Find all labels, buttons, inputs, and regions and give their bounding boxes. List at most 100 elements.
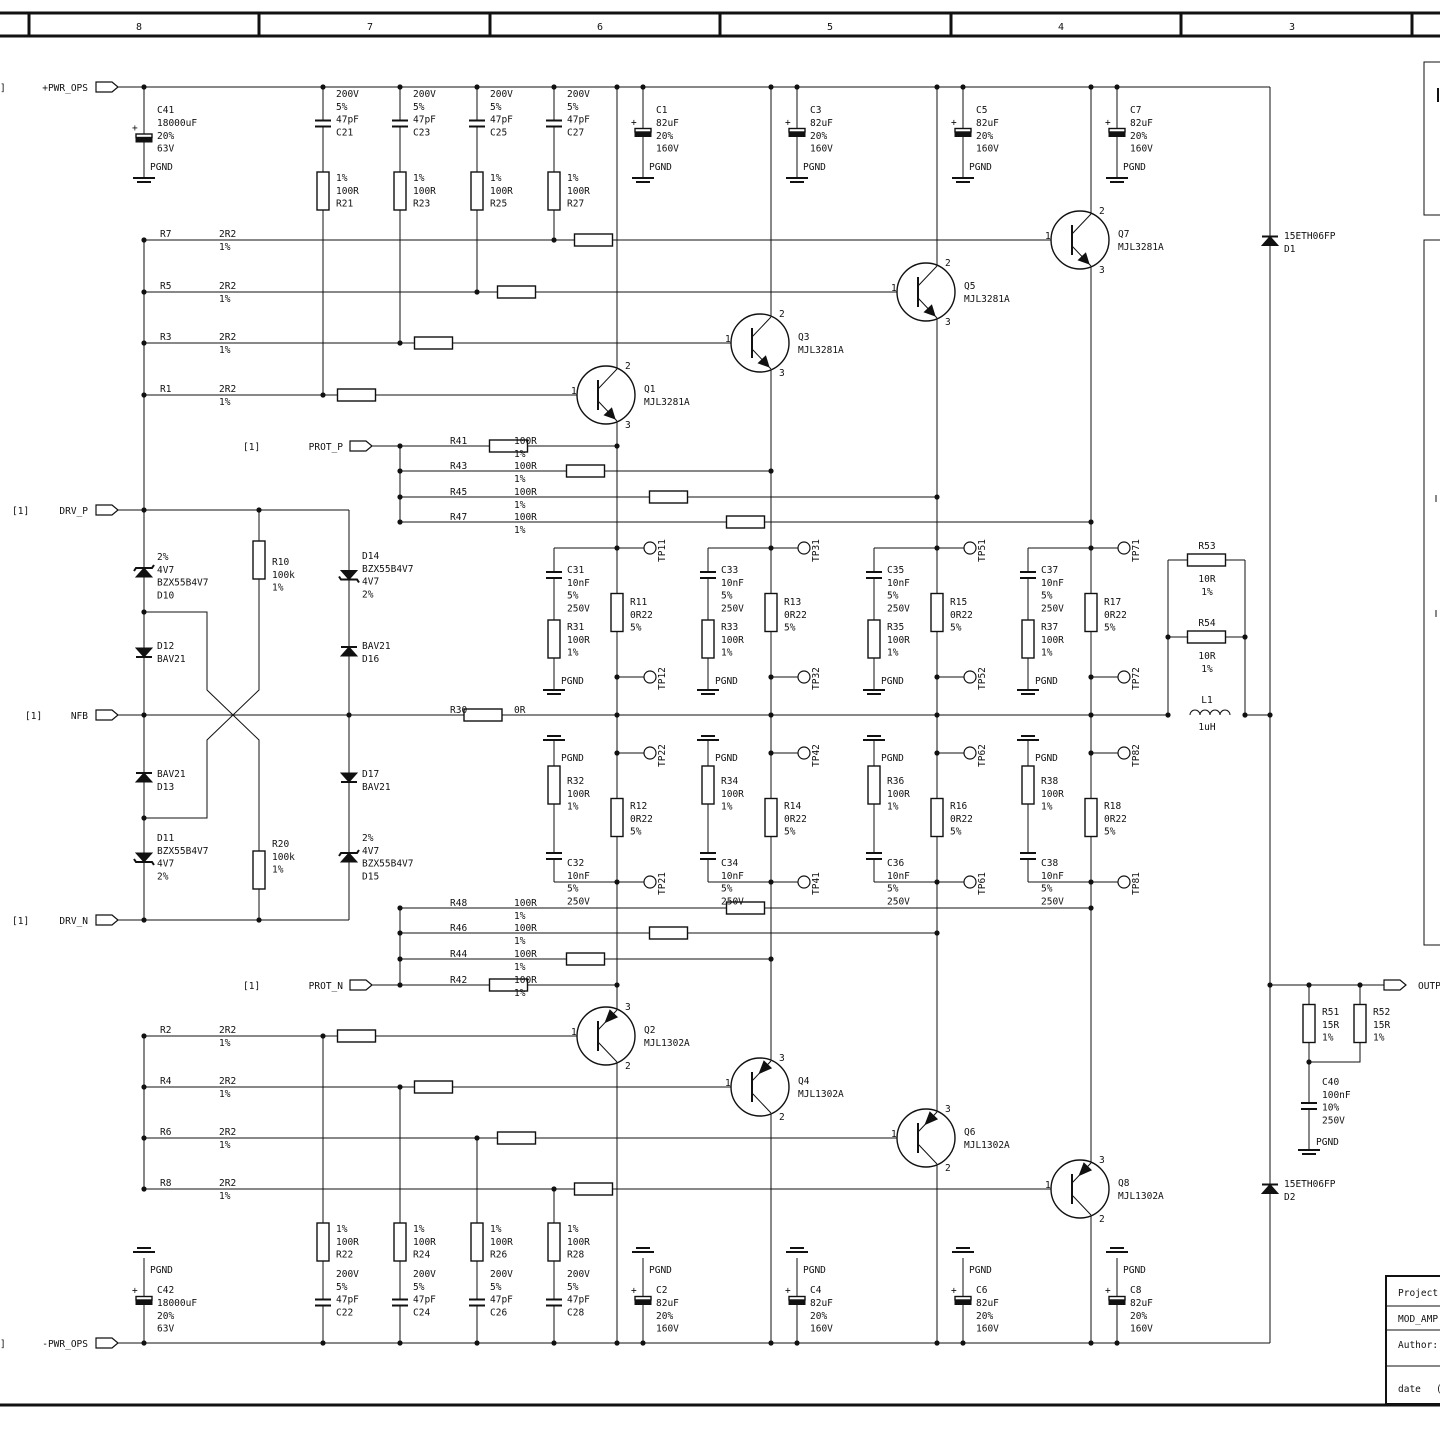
snubber-res-label: R21: [336, 199, 353, 210]
diode-label: 2%: [362, 833, 374, 844]
transistor-part: MJL1302A: [644, 1038, 690, 1049]
emitter-res-label: 0R22: [784, 610, 807, 621]
cap-value: 160V: [976, 1324, 999, 1335]
emitter-res-label: R17: [1104, 597, 1121, 608]
junction-dot: [768, 956, 774, 962]
zener-diode-d14: [338, 575, 360, 584]
test-point: [643, 670, 657, 684]
snubber-cap-label: 5%: [490, 102, 502, 113]
transistor-part: MJL3281A: [644, 397, 690, 408]
ground-label: PGND: [969, 162, 992, 173]
zobel-res-label: 100R: [721, 635, 744, 646]
snubber-cap-label: C28: [567, 1307, 584, 1318]
ground-label: PGND: [649, 1265, 672, 1276]
bulk-capacitor-c42: [135, 1300, 153, 1305]
test-point-label: TP52: [977, 667, 988, 690]
snubber-cap-label: 47pF: [567, 115, 590, 126]
inductor-value: 1uH: [1198, 722, 1215, 733]
emitter-res-label: 0R22: [950, 814, 973, 825]
snubber-cap-label: 5%: [413, 102, 425, 113]
transistor-ref: Q5: [964, 281, 975, 292]
snubber-cap-label: 200V: [567, 1269, 590, 1280]
resistor-tolerance: 1%: [514, 449, 526, 460]
npn-transistor: [924, 1111, 939, 1126]
diode-label: D2: [1284, 1192, 1295, 1203]
zobel-res-label: 100R: [887, 789, 910, 800]
emitter-resistor: [764, 592, 778, 633]
snubber-res-label: 1%: [413, 173, 425, 184]
resistor-value: 100R: [514, 512, 537, 523]
snubber-res-label: 100R: [567, 186, 590, 197]
pin-number: 3: [779, 368, 785, 379]
cap-value: 20%: [157, 1311, 174, 1322]
resistor-tolerance: 1%: [219, 1038, 231, 1049]
snubber-res-label: 100R: [490, 1237, 513, 1248]
pnp-transistor: [730, 313, 790, 373]
diode-d13: [134, 772, 154, 783]
ground-label: PGND: [881, 676, 904, 687]
emitter-res-label: 0R22: [1104, 814, 1127, 825]
emitter-resistor: [1084, 797, 1098, 838]
cap-value: 82uF: [1130, 1298, 1153, 1309]
port-nfb: [95, 709, 119, 721]
zobel-resistor: [701, 619, 715, 659]
resistor-tolerance: 1%: [514, 988, 526, 999]
zobel-res-label: R38: [1041, 776, 1058, 787]
junction-dot: [934, 930, 940, 936]
cap-value: 160V: [656, 1324, 679, 1335]
emitter-res-label: R14: [784, 801, 801, 812]
zobel-cap-label: 250V: [887, 896, 910, 907]
junction-dot: [474, 1340, 480, 1346]
resistor-value: 100R: [514, 949, 537, 960]
snubber-res-label: R28: [567, 1250, 584, 1261]
base-resistor: [573, 233, 614, 247]
junction-dot: [768, 712, 774, 718]
zobel-res-label: 1%: [721, 648, 733, 659]
base-resistor: [336, 388, 377, 402]
title-date-label: date: [1398, 1384, 1421, 1395]
cap-value: 82uF: [810, 1298, 833, 1309]
resistor-tolerance: 1%: [219, 1191, 231, 1202]
resistor-tolerance: 1%: [219, 242, 231, 253]
npn-transistor: [1050, 1159, 1110, 1219]
protection-resistor: [725, 901, 766, 915]
test-point: [797, 875, 811, 889]
resistor-tolerance: 1%: [219, 397, 231, 408]
zobel-cap-label: 5%: [887, 884, 899, 895]
diode-label: BZX55B4V7: [362, 564, 413, 575]
cap-value: 160V: [656, 144, 679, 155]
title-block: [1385, 1275, 1440, 1405]
test-point-label: TP61: [977, 872, 988, 895]
pnp-transistor: [896, 262, 956, 322]
zener-diode-d11: [134, 852, 154, 863]
port-pwr-neg: [95, 1337, 119, 1349]
junction-dot: [1088, 905, 1094, 911]
port-pwr-pos: [95, 81, 119, 93]
resistor-value: 2R2: [219, 229, 236, 240]
test-point: [963, 746, 977, 760]
diode-label: BZX55B4V7: [157, 578, 208, 589]
diode-d1: [1260, 235, 1280, 246]
emitter-resistor: [930, 592, 944, 633]
cap-value: 63V: [157, 144, 174, 155]
resistor-r30: [463, 708, 503, 722]
base-resistor: [573, 1182, 614, 1196]
ground-label: PGND: [1035, 676, 1058, 687]
npn-transistor: [751, 1092, 772, 1114]
snubber-resistor: [547, 171, 561, 211]
emitter-resistor: [764, 797, 778, 838]
zobel-cap-label: 10nF: [721, 578, 744, 589]
zobel-res-label: 100R: [1041, 635, 1064, 646]
port-prot-n: [349, 979, 373, 991]
diode-label: 2%: [157, 552, 169, 563]
cap-value: 20%: [656, 131, 673, 142]
pnp-transistor: [923, 304, 936, 317]
snubber-cap-label: 47pF: [413, 1295, 436, 1306]
zener-diode-d15: [339, 852, 359, 863]
emitter-resistor: [1084, 592, 1098, 633]
snubber-cap-label: C26: [490, 1307, 507, 1318]
junction-dot: [141, 507, 147, 513]
base-resistor: [496, 1131, 537, 1145]
polarity-mark: +: [785, 118, 791, 129]
